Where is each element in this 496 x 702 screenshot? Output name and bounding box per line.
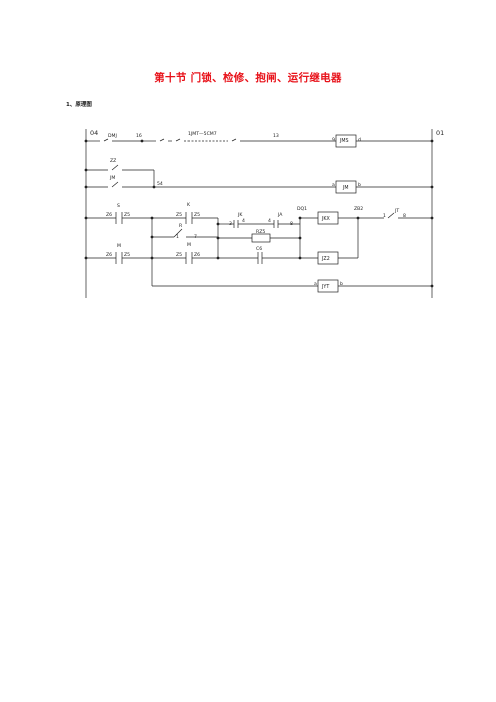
- contact-zz-label: ZZ: [110, 158, 116, 164]
- contact-s-label: S: [117, 203, 120, 209]
- contact-m2-label: M: [187, 242, 191, 248]
- node-zb2: ZB2: [354, 206, 363, 212]
- node-z5b: Z5: [194, 212, 200, 218]
- node-z6c: Z6: [194, 252, 200, 258]
- contact-ja-label: JA: [277, 212, 283, 218]
- node-t3: 3: [229, 221, 232, 227]
- coil-jyt-out: b: [340, 281, 343, 287]
- node-t7: 7: [194, 234, 197, 240]
- contact-r-label: R: [179, 223, 183, 229]
- contact-jk-label: JK: [237, 212, 243, 218]
- node-t1b: 1: [383, 213, 386, 219]
- node-16-label: 16: [136, 133, 142, 139]
- resistor-rz5: [251, 233, 271, 243]
- node-t4a: 4: [242, 218, 245, 224]
- capacitor-label: C6: [256, 246, 262, 252]
- node-z3a: Z5: [176, 212, 182, 218]
- node-t8b: 8: [403, 213, 406, 219]
- node-z5d: Z5: [176, 252, 182, 258]
- node-z5c: Z5: [124, 252, 130, 258]
- coil-jkx-label: JKX: [321, 216, 331, 222]
- node-dq1: DQ1: [297, 206, 307, 212]
- contact-jt-label: JT: [394, 208, 399, 214]
- page-title: 第十节 门锁、检修、抱闸、运行继电器: [154, 72, 342, 84]
- rail-right-label: 01: [436, 129, 444, 137]
- resistor-label: RZ5: [256, 229, 265, 235]
- coil-jms-in: 9: [332, 137, 335, 143]
- coil-jz2-label: JZ2: [321, 256, 330, 262]
- node-z6b: Z6: [106, 252, 112, 258]
- rail-left-label: 04: [90, 129, 98, 137]
- section-label: 1、原理图: [66, 102, 92, 108]
- node-t1: 1: [176, 234, 179, 240]
- contact-k-label: K: [187, 202, 191, 208]
- node-z5a: Z5: [124, 212, 130, 218]
- node-13-label: 13: [273, 133, 279, 139]
- series-label: 1JMT—5CM7: [188, 131, 217, 137]
- contact-m-label: M: [117, 243, 121, 249]
- coil-jyt-label: JYT: [321, 284, 329, 290]
- coil-jms-out: d: [358, 137, 361, 143]
- coil-jm-label: JM: [342, 185, 349, 191]
- node-t4b: 4: [268, 218, 271, 224]
- node-t8: 8: [290, 221, 293, 227]
- coil-jyt-in: a: [314, 282, 317, 287]
- node-z6a: Z6: [106, 212, 112, 218]
- coil-jm-out: b: [358, 182, 361, 188]
- contact-dm-label: DMJ: [108, 133, 117, 139]
- coil-jms-label: JMS: [339, 138, 349, 144]
- contact-jm-label: JM: [109, 175, 115, 181]
- node-54-label: 54: [157, 181, 163, 187]
- coil-jm-in: a: [332, 183, 335, 188]
